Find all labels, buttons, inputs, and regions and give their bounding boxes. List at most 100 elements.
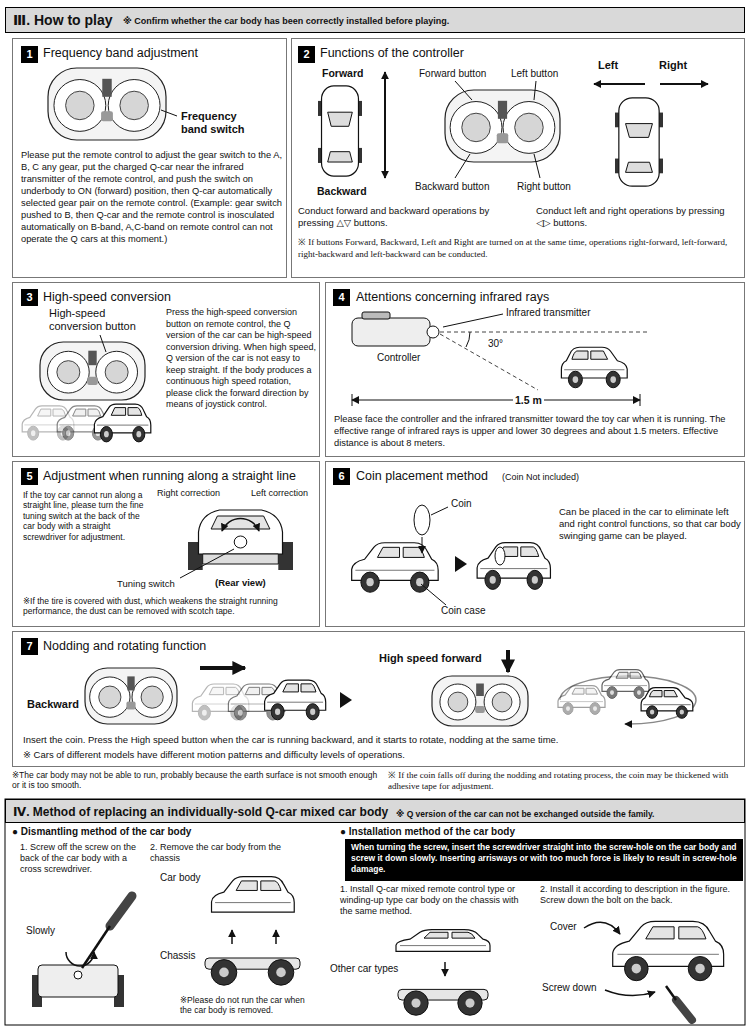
car-body: [212, 877, 295, 913]
car-window: [111, 408, 125, 416]
instruction-panel: Functions of the controllerForwardBackwa…: [291, 38, 745, 278]
part-label: Frequency band switch: [181, 110, 259, 136]
wheel-hub: [31, 430, 35, 436]
car-wheel: [100, 427, 112, 442]
section-note: ※ Q version of the car can not be exchan…: [396, 809, 654, 819]
direction-arrow: [660, 83, 708, 85]
frequency-switch: [127, 676, 134, 690]
panel-heading: Attentions concerning infrared rays: [356, 290, 549, 305]
note-text: ※The car body may not be able to run, pr…: [12, 770, 380, 791]
chassis-illustration: [398, 989, 488, 1015]
wheel-hub: [650, 710, 654, 715]
step-text: 1. Screw off the screw on the back of th…: [20, 842, 142, 875]
section-title: Ⅲ. How to play: [13, 12, 113, 29]
step-text: 2. Remove the car body from the chassis: [150, 842, 295, 864]
section-title: Ⅳ. Method of replacing an individually-s…: [13, 805, 388, 819]
part-label: Coin case: [441, 605, 485, 617]
leader-line: [100, 335, 106, 352]
car-wheel: [361, 572, 379, 592]
note-text: ※Please do not run the car when the car …: [180, 995, 315, 1016]
button-label: Left button: [511, 68, 558, 80]
car-window: [88, 409, 101, 416]
car-window: [424, 932, 448, 938]
warning-text: When turning the screw, insert the screw…: [351, 842, 739, 875]
control-knob: [492, 692, 512, 712]
wheel-hub: [136, 431, 141, 437]
car-rear-view: [188, 510, 293, 570]
car-line: [604, 685, 647, 686]
control-knob: [66, 91, 95, 120]
body-text: Can be placed in the car to eliminate le…: [559, 506, 741, 542]
panel-heading: High-speed conversion: [43, 290, 171, 305]
control-pad: [108, 80, 160, 132]
car-window: [626, 124, 653, 138]
car-window: [328, 112, 353, 126]
wheel-hub: [366, 578, 373, 586]
car-window: [626, 162, 653, 172]
body-text: If the toy car cannot run along a straig…: [23, 490, 149, 542]
car-wheel: [211, 960, 237, 986]
direction-arrow: [275, 930, 277, 944]
leader-line: [180, 549, 234, 578]
note-text: ※ If the coin falls off during the noddi…: [388, 770, 743, 792]
wheel-hub: [632, 964, 641, 974]
car-window: [261, 881, 281, 891]
body-text: Please face the controller and the infra…: [334, 414, 742, 450]
car-body: [199, 510, 283, 554]
direction-arrow: [384, 72, 386, 178]
angle-arc: [466, 332, 470, 347]
car-illustration: [641, 688, 693, 719]
body-text: Conduct forward and backward operations …: [298, 205, 513, 229]
car-window: [616, 672, 628, 678]
button-label: Backward button: [415, 181, 490, 193]
remote-body: [85, 668, 177, 724]
car-wheel: [306, 704, 319, 720]
frequency-switch: [476, 684, 484, 697]
car-wheel: [271, 704, 284, 720]
car-wheel: [563, 703, 573, 715]
car-window: [377, 547, 399, 557]
control-pad: [47, 351, 89, 393]
direction-arrow: [594, 83, 645, 85]
car-window: [38, 409, 51, 416]
part-label: Other car types: [330, 963, 398, 975]
step-number: 6: [333, 468, 350, 485]
step-number: 1: [21, 46, 38, 63]
car-top-view: [615, 98, 663, 186]
wheel-hub: [465, 999, 474, 1008]
frequency-switch: [88, 351, 96, 366]
wheel-hub: [66, 430, 70, 436]
step-number-text: 2: [298, 46, 315, 63]
car-wheel: [634, 687, 644, 699]
car-window: [521, 547, 539, 557]
part-label: Infrared transmitter: [506, 307, 590, 319]
instruction-panel: Adjustment when running along a straight…: [12, 461, 320, 627]
step-number: 7: [21, 638, 38, 655]
wheel-hub: [532, 576, 538, 584]
dimension-label: 1.5 m: [513, 394, 544, 407]
button-label: Forward button: [419, 68, 486, 80]
car-illustration: [212, 877, 295, 913]
car-window: [301, 684, 316, 692]
wheel-hub: [202, 710, 207, 716]
direction-arrow: [422, 537, 423, 553]
instruction-panel: Coin placement method(Coin Not included)…: [325, 461, 745, 627]
panel-heading: Functions of the controller: [320, 46, 464, 61]
note-text: (Coin Not included): [502, 472, 579, 483]
car-line: [267, 702, 323, 703]
wheel-hub: [637, 690, 641, 695]
car-window: [283, 684, 299, 692]
car-wheel: [688, 957, 712, 981]
car-window: [452, 932, 475, 938]
remote-control: [432, 676, 528, 726]
panel-heading: Nodding and rotating function: [43, 639, 206, 654]
car-window: [53, 409, 66, 416]
wheel-hub: [276, 968, 286, 978]
part-label: Chassis: [160, 950, 196, 962]
step-triangle: [455, 556, 467, 572]
remote-control: [48, 68, 166, 140]
control-pad: [96, 351, 138, 393]
frequency-switch: [498, 101, 507, 119]
car-wheel: [63, 426, 74, 440]
button-label: Right button: [517, 181, 571, 193]
